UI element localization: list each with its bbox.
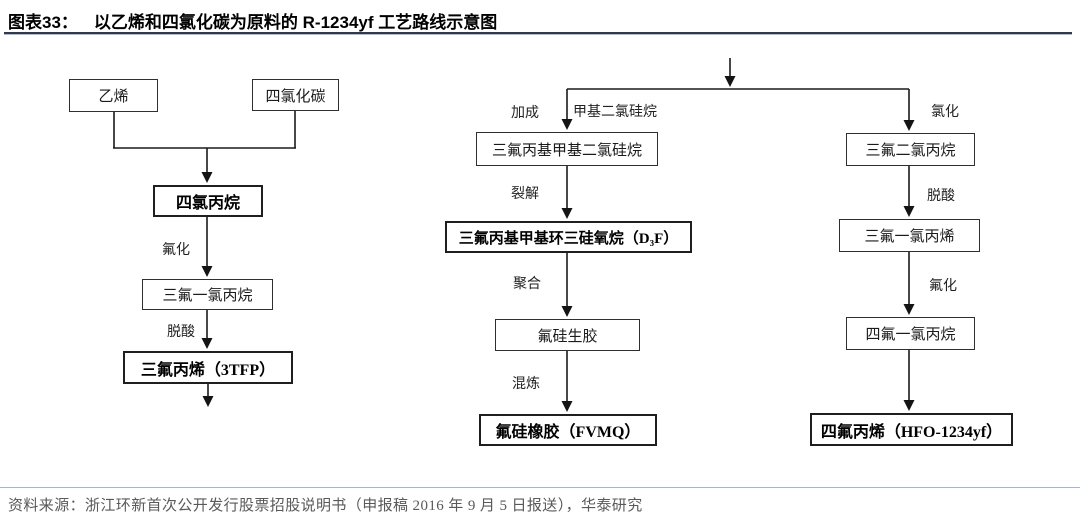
- edge-label-polymerization: 聚合: [513, 277, 541, 292]
- edge-label-cracking: 裂解: [511, 187, 539, 202]
- edge-label-fluorination-right: 氟化: [929, 279, 957, 294]
- node-tetrachloropropane: 四氯丙烷: [153, 185, 263, 217]
- node-d3f-cyclotrisiloxane: 三氟丙基甲基环三硅氧烷（D₃F）: [445, 221, 692, 253]
- node-trifluoro-dichloropropane: 三氟二氯丙烷: [846, 133, 975, 166]
- node-trifluoro-chloropropane: 三氟一氯丙烷: [142, 279, 273, 310]
- edge-label-methyl-dichlorosilane-feed: 甲基二氯硅烷: [573, 105, 657, 120]
- figure-title-text: 以乙烯和四氯化碳为原料的 R-1234yf 工艺路线示意图: [93, 13, 498, 32]
- node-trifluoropropene-3tfp: 三氟丙烯（3TFP）: [123, 351, 293, 384]
- edge-label-compounding: 混炼: [512, 377, 540, 392]
- node-carbon-tetrachloride: 四氯化碳: [252, 79, 339, 111]
- edge-label-fluorination-left: 氟化: [162, 243, 190, 258]
- node-tetrafluoro-chloropropane: 四氟一氯丙烷: [846, 317, 975, 350]
- figure-number: 图表33：: [8, 13, 78, 32]
- node-trifluoropropyl-methyl-dichlorosilane: 三氟丙基甲基二氯硅烷: [476, 132, 658, 166]
- figure-title: 图表33： 以乙烯和四氯化碳为原料的 R-1234yf 工艺路线示意图: [8, 8, 1072, 33]
- node-tetrafluoropropene-hfo1234yf: 四氟丙烯（HFO-1234yf）: [810, 413, 1013, 446]
- node-ethylene: 乙烯: [69, 79, 158, 112]
- edge-label-deacidification-left: 脱酸: [167, 325, 195, 340]
- title-divider: [4, 32, 1072, 35]
- edge-label-addition: 加成: [511, 106, 539, 121]
- edge-label-chlorination: 氯化: [931, 105, 959, 120]
- node-fluorosilicone-rubber-fvmq: 氟硅橡胶（FVMQ）: [479, 414, 657, 446]
- footer-divider: [0, 487, 1080, 488]
- node-trifluoro-chloropropene: 三氟一氯丙烯: [839, 219, 980, 252]
- node-fluorosilicone-gum: 氟硅生胶: [495, 319, 640, 351]
- edge-label-deacidification-right: 脱酸: [927, 189, 955, 204]
- source-note: 资料来源：浙江环新首次公开发行股票招股说明书（申报稿 2016 年 9 月 5 …: [8, 498, 643, 514]
